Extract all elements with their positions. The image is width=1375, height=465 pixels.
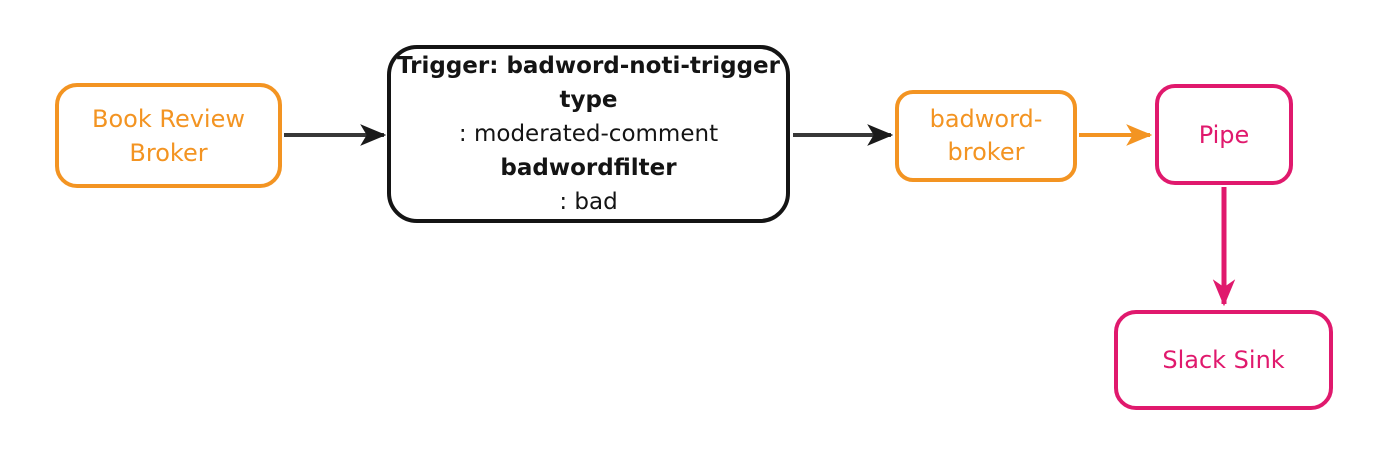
- trigger-type-key: type: [559, 87, 618, 113]
- node-trigger-details: Trigger: badword-noti-trigger type : mode…: [387, 45, 790, 223]
- node-slack-sink-label: Slack Sink: [1162, 346, 1285, 374]
- node-book-review-broker-line1: Book Review: [92, 104, 245, 133]
- node-badword-broker: badword- broker: [895, 90, 1077, 182]
- node-book-review-broker: Book Review Broker: [55, 83, 282, 188]
- node-slack-sink: Slack Sink: [1114, 310, 1333, 410]
- trigger-line-name: Trigger: badword-noti-trigger: [397, 49, 780, 83]
- trigger-filter-value: : bad: [559, 189, 618, 215]
- trigger-filter-key: badwordfilter: [500, 155, 677, 181]
- trigger-type-value: : moderated-comment: [458, 121, 719, 147]
- node-pipe: Pipe: [1155, 84, 1293, 185]
- node-badword-broker-line1: badword-: [929, 105, 1043, 133]
- trigger-line-type: type : moderated-comment: [459, 83, 718, 151]
- trigger-line-filter: badwordfilter : bad: [500, 151, 676, 219]
- node-badword-broker-line2: broker: [947, 138, 1025, 166]
- node-pipe-label: Pipe: [1198, 120, 1250, 149]
- trigger-name-bold: Trigger: badword-noti-trigger: [396, 53, 780, 79]
- node-book-review-broker-line2: Broker: [129, 138, 208, 167]
